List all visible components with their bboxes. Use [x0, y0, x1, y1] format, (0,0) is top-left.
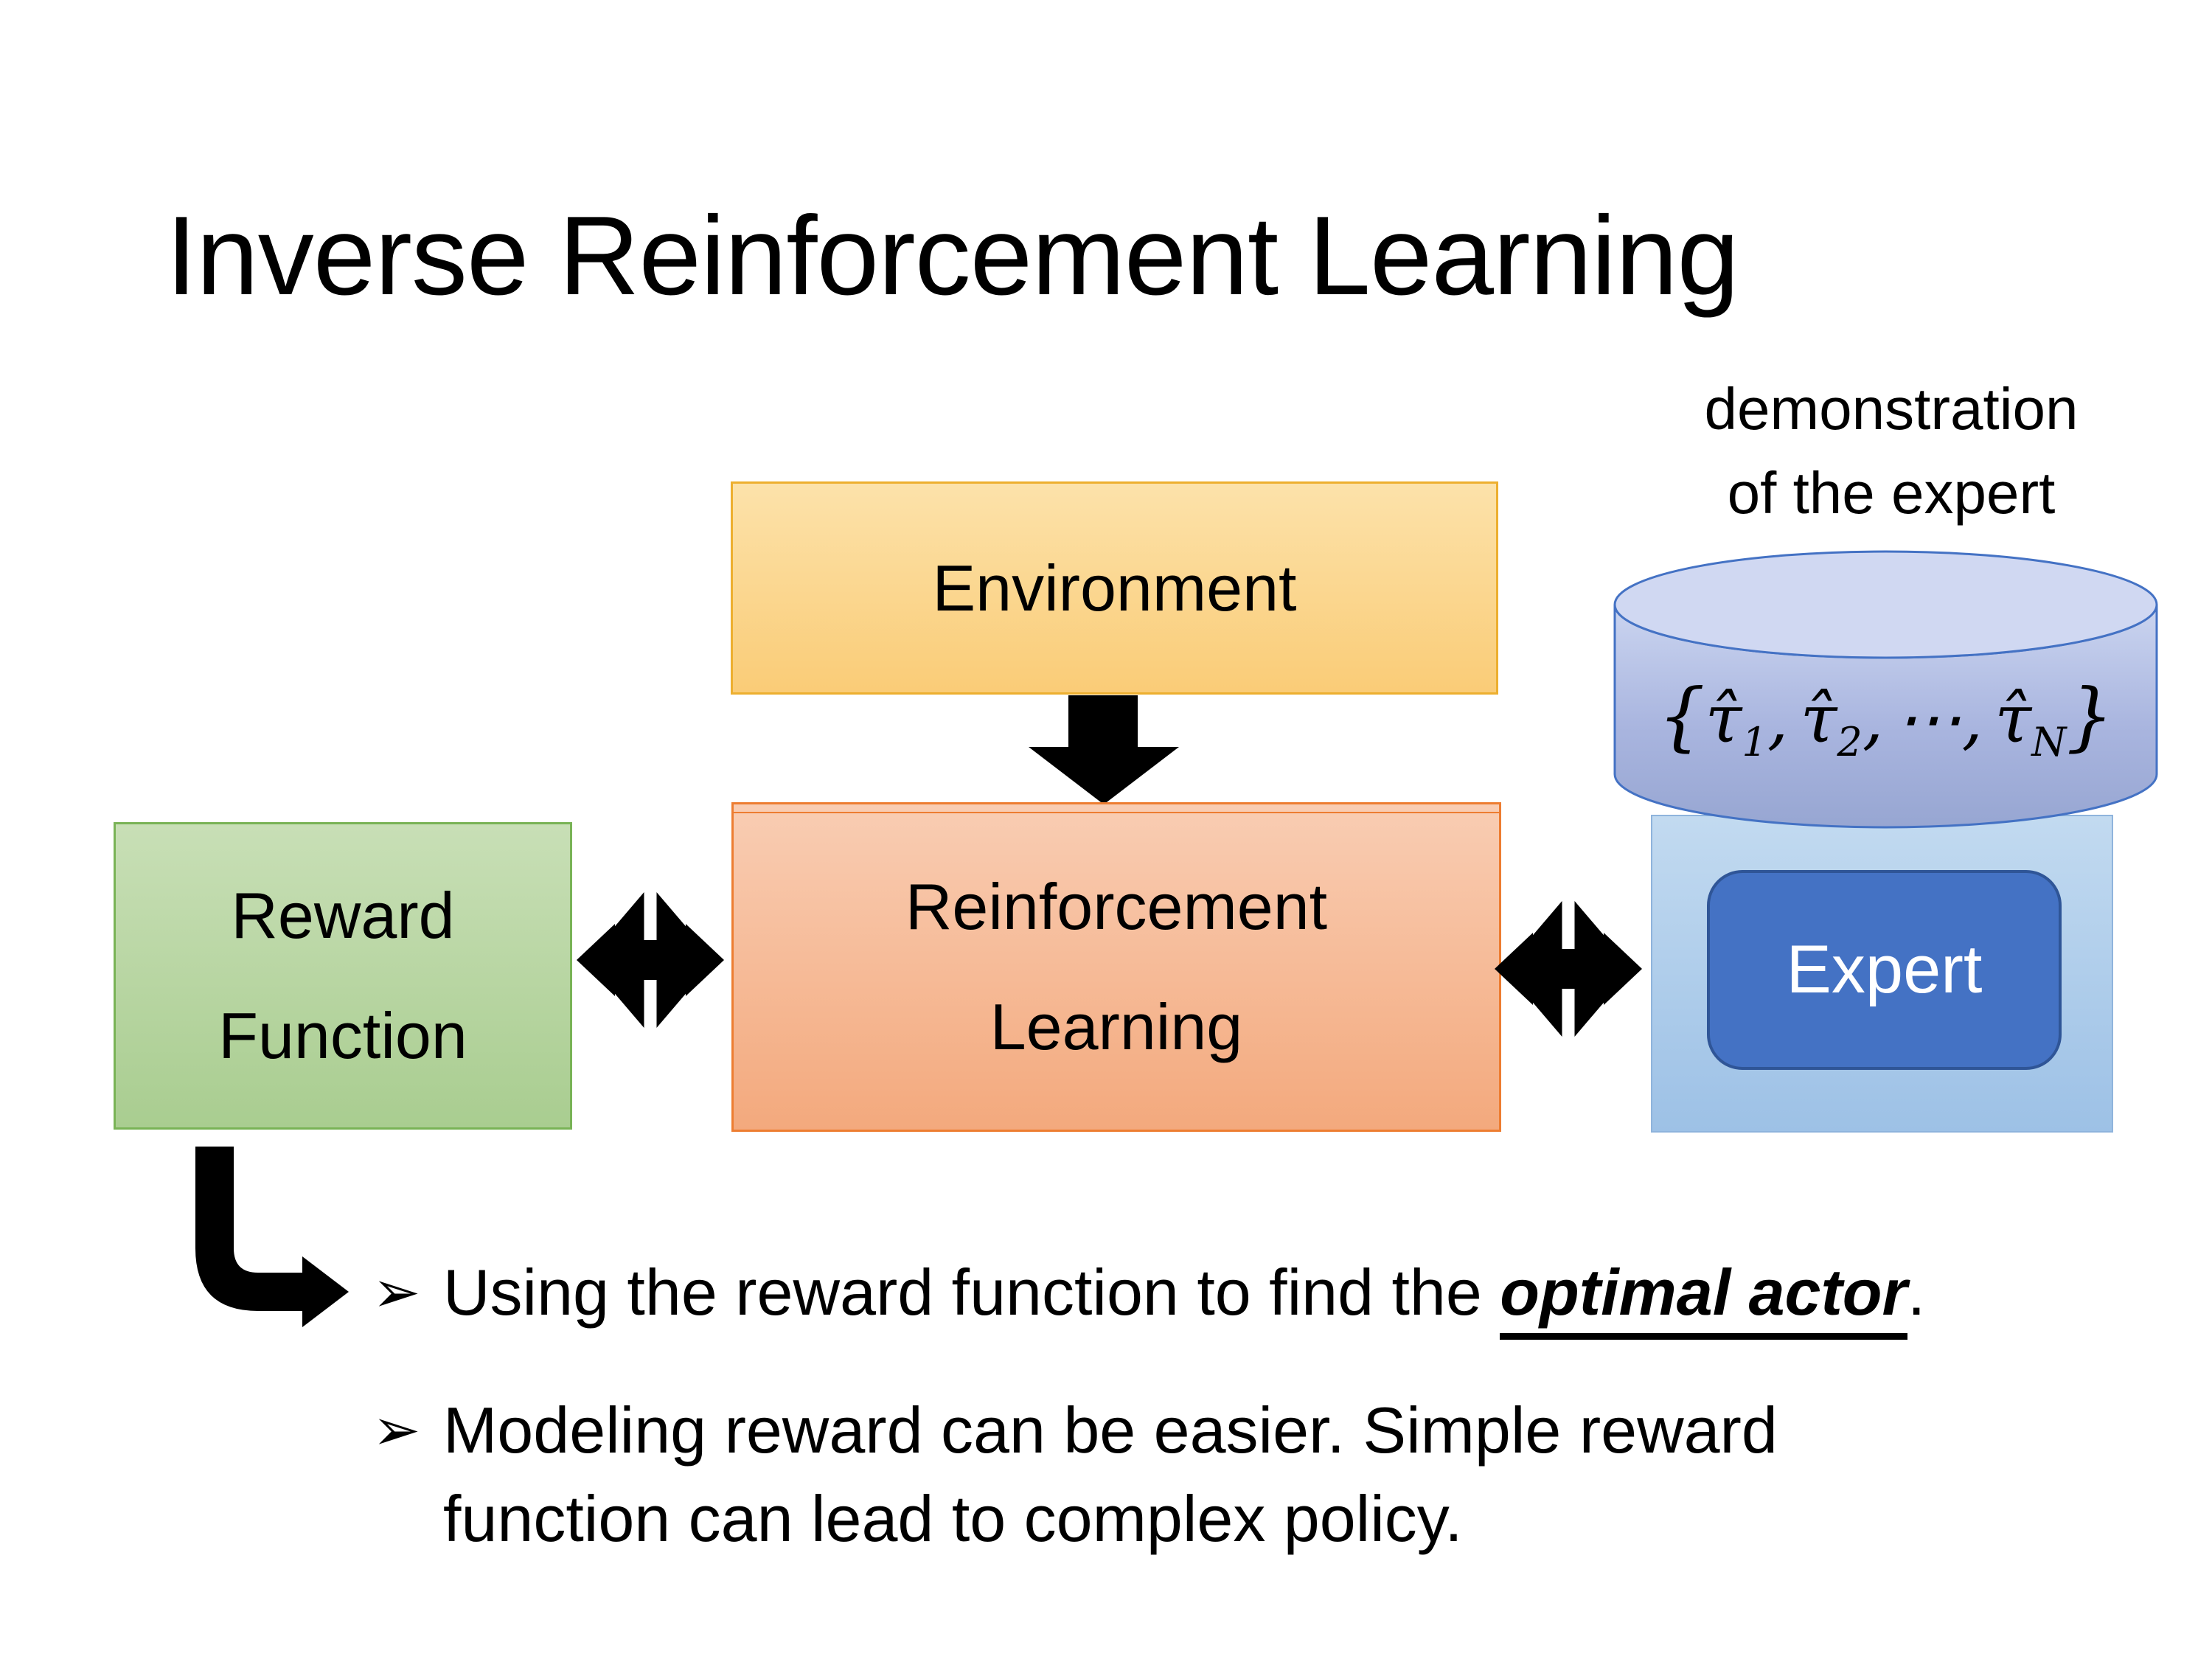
- reward-function-box: Reward Function: [114, 822, 572, 1130]
- formula-comma2: ,: [1862, 681, 1884, 758]
- bent-arrow-icon: [195, 1147, 349, 1327]
- database-cylinder-icon: [1613, 550, 2158, 829]
- formula-sub1: 1: [1742, 719, 1767, 765]
- formula-sub2: 2: [1837, 719, 1863, 765]
- double-arrow-left-icon: [577, 883, 724, 1037]
- bullet-1-emphasis: optimal actor: [1500, 1256, 1907, 1340]
- formula-tauN: τ̂: [1994, 681, 2032, 758]
- double-arrow-right-icon: [1495, 891, 1642, 1046]
- expert-box: Expert: [1707, 870, 2062, 1070]
- formula-close-brace: }: [2066, 672, 2114, 759]
- reinforcement-learning-box: Reinforcement Learning: [731, 802, 1501, 1132]
- rl-box-inner-border: [734, 812, 1499, 813]
- bullet-1-suffix: .: [1907, 1256, 1926, 1329]
- formula-dots: ⋯: [1895, 681, 1962, 758]
- demonstration-label-line1: demonstration: [1704, 376, 2079, 442]
- bullet-2-text: Modeling reward can be easier. Simple re…: [443, 1386, 1778, 1562]
- bullet-2-line2: function can lead to complex policy.: [443, 1481, 1463, 1555]
- expert-box-label: Expert: [1786, 932, 1983, 1007]
- reward-box-label-line1: Reward: [231, 878, 455, 952]
- arrowhead-bullet-icon: ➢: [372, 1259, 421, 1324]
- bullet-item-2: ➢ Modeling reward can be easier. Simple …: [372, 1386, 1778, 1562]
- formula-subN: N: [2031, 719, 2067, 765]
- bullet-item-1: ➢ Using the reward function to find the …: [372, 1248, 1926, 1340]
- down-arrow-icon: [1029, 695, 1179, 804]
- formula-comma3: ,: [1961, 681, 1983, 758]
- cylinder-top: [1613, 550, 2158, 659]
- formula-comma1: ,: [1767, 681, 1789, 758]
- environment-box-label: Environment: [932, 551, 1297, 625]
- bullet-1-text: Using the reward function to find the op…: [443, 1248, 1926, 1340]
- arrowhead-bullet-icon: ➢: [372, 1397, 421, 1462]
- environment-box: Environment: [731, 481, 1498, 695]
- reward-box-label-line2: Function: [218, 998, 467, 1072]
- rl-box-label-line2: Learning: [990, 990, 1243, 1063]
- bullet-1-prefix: Using the reward function to find the: [443, 1256, 1500, 1329]
- formula-open-brace: {: [1658, 672, 1705, 759]
- demonstration-label-line2: of the expert: [1727, 459, 2056, 526]
- formula-tau2: τ̂: [1800, 681, 1837, 758]
- bullet-2-line1: Modeling reward can be easier. Simple re…: [443, 1394, 1778, 1467]
- rl-box-label-line1: Reinforcement: [905, 869, 1328, 943]
- trajectory-set-formula: {τ̂1,τ̂2,⋯,τ̂N}: [1622, 672, 2149, 765]
- formula-tau1: τ̂: [1705, 681, 1742, 758]
- page-title: Inverse Reinforcement Learning: [166, 193, 1739, 319]
- demonstration-label: demonstration of the expert: [1596, 367, 2186, 535]
